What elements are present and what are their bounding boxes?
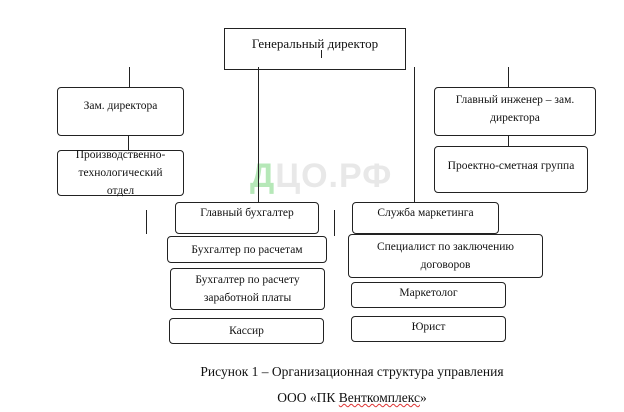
connector-line: [414, 67, 416, 203]
node-marketer: Маркетолог: [351, 282, 506, 308]
node-contracts-specialist: Специалист по заключению договоров: [348, 234, 543, 278]
figure-caption: Рисунок 1 – Организационная структура уп…: [200, 364, 504, 379]
node-accountant-settlements: Бухгалтер по расчетам: [167, 236, 327, 263]
node-chief-engineer: Главный инженер – зам. директора: [434, 87, 596, 136]
figure-caption-company: ООО «ПК Венткомплекс»: [277, 390, 427, 405]
connector-line: [321, 50, 323, 58]
node-accountant-payroll: Бухгалтер по расчету заработной платы: [170, 268, 325, 310]
connector-line: [334, 210, 336, 236]
connector-line: [508, 67, 510, 87]
watermark-logo: ДЦО.РФ: [250, 157, 393, 195]
node-cashier: Кассир: [169, 318, 324, 344]
node-ceo: Генеральный директор: [224, 28, 406, 70]
node-chief-accountant: Главный бухгалтер: [175, 202, 319, 234]
connector-line: [146, 210, 148, 234]
node-deputy-director: Зам. директора: [57, 87, 184, 136]
connector-line: [128, 135, 130, 150]
connector-line: [508, 135, 510, 146]
connector-line: [129, 67, 131, 87]
node-lawyer: Юрист: [351, 316, 506, 342]
connector-line: [258, 67, 260, 203]
node-marketing-service: Служба маркетинга: [352, 202, 499, 234]
node-design-estimate-group: Проектно-сметная группа: [434, 146, 588, 193]
node-production-department: Производственно-технологический отдел: [57, 149, 184, 197]
